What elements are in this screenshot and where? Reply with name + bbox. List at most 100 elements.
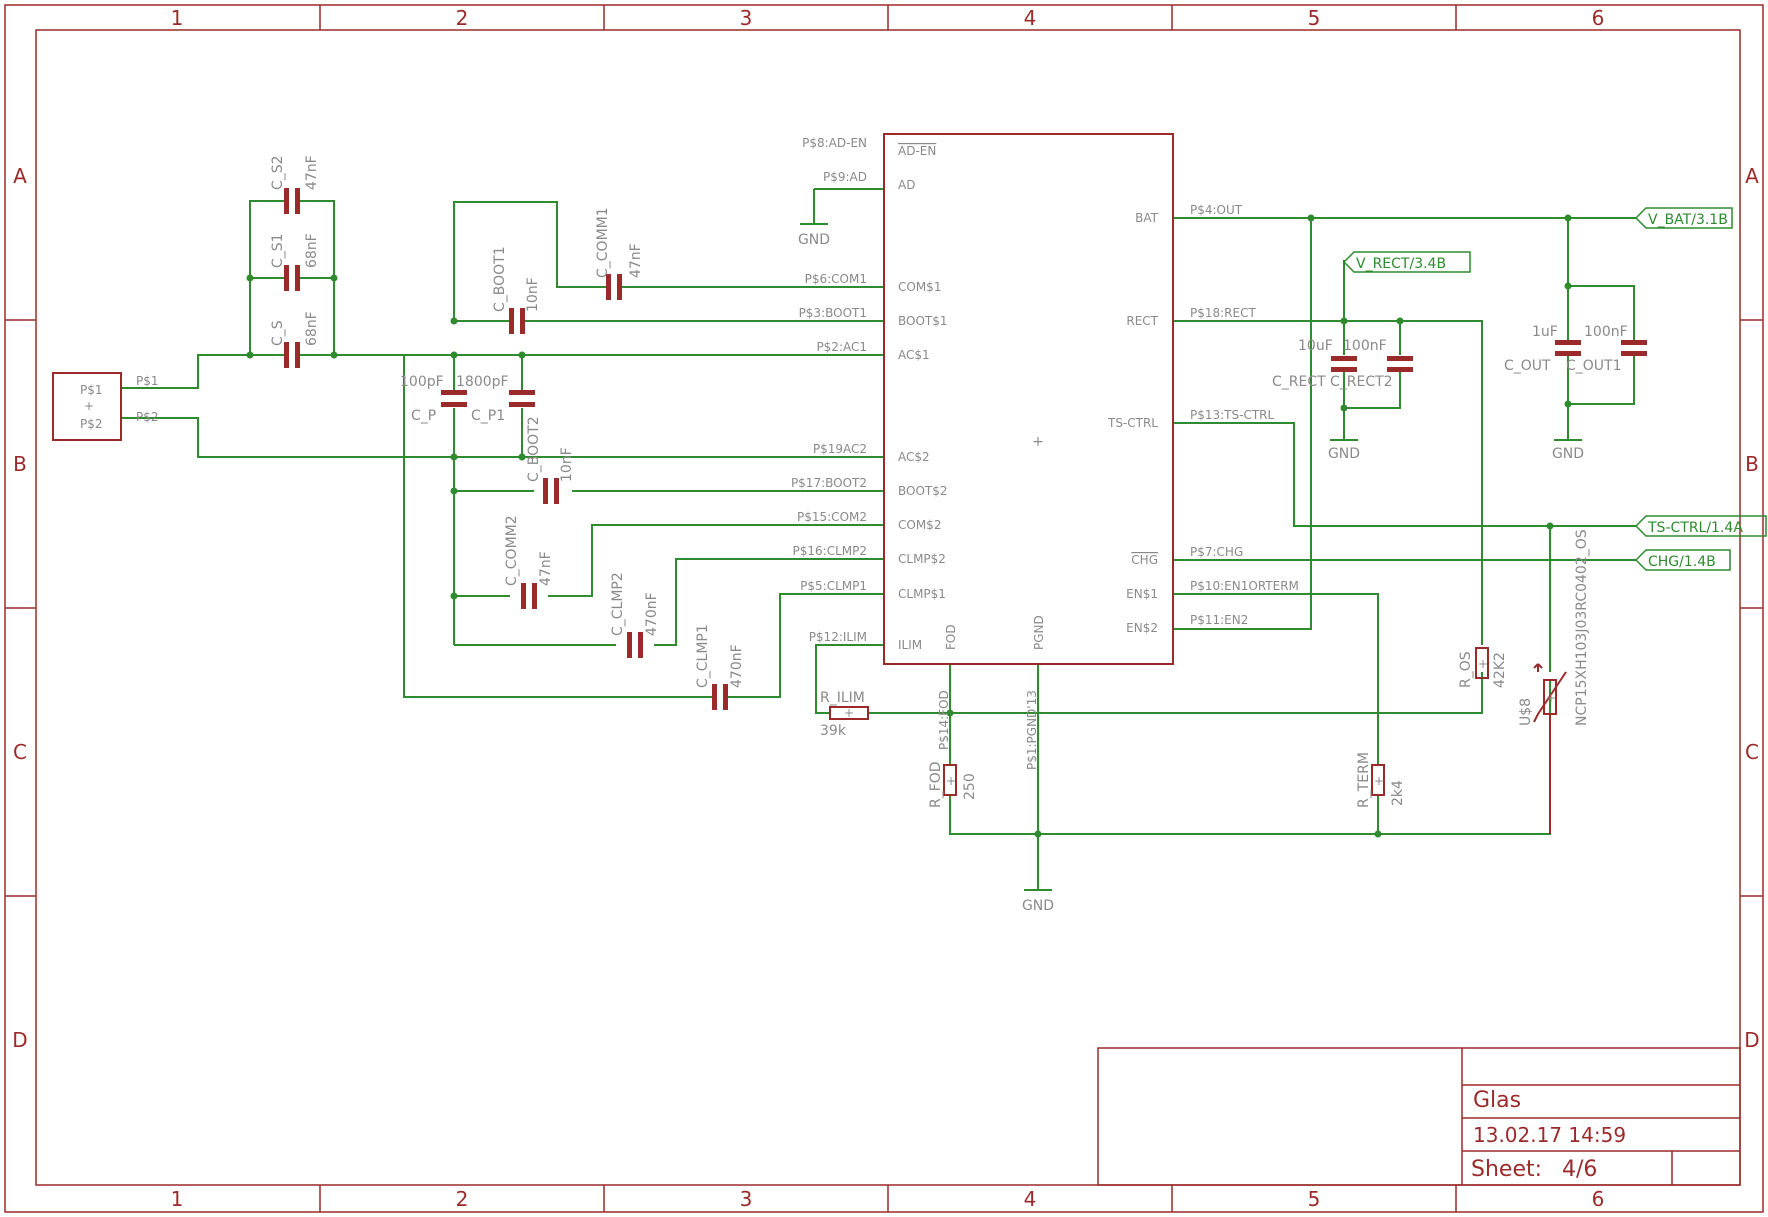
ic-pin-label: BAT (1135, 211, 1159, 225)
net-label: P$13:TS-CTRL (1190, 408, 1275, 422)
charger-ic: + AD-EN AD COM$1 BOOT$1 AC$1 AC$2 BOOT$2… (791, 133, 1299, 770)
resistor-r-ilim: + R_ILIM 39k (820, 690, 869, 739)
ic-center-mark: + (1032, 434, 1044, 450)
net-label: P$7:CHG (1190, 545, 1243, 559)
cap-value-label: 1800pF (456, 374, 509, 390)
cap-name-label: C_P (411, 408, 436, 424)
grid-col-label: 4 (1024, 6, 1037, 30)
net-label: P$8:AD-EN (802, 136, 867, 150)
cap-value-label: 100pF (400, 374, 444, 390)
wires (121, 188, 1636, 890)
ic-pin-label: RECT (1126, 314, 1158, 328)
title-text: Glas (1473, 1088, 1521, 1113)
cap-name-label: C_BOOT1 (492, 246, 508, 312)
ic-pin-label: EN$2 (1126, 621, 1158, 635)
sheet-frame (4, 4, 1764, 1213)
grid-col-label: 4 (1024, 1187, 1037, 1211)
capacitor-c-s (271, 342, 313, 368)
cap-value-label: 68nF (304, 233, 320, 268)
gnd-symbol-ad: GND (798, 223, 830, 248)
gnd-label: GND (798, 232, 830, 248)
resistor-name-label: R_OS (1458, 651, 1474, 688)
resistor-value-label: 39k (820, 723, 847, 739)
junction-dot (450, 317, 458, 325)
grid-col-label: 6 (1592, 6, 1605, 30)
capacitor-c-comm2 (521, 583, 537, 609)
junction-dot (1564, 400, 1572, 408)
capacitor-symbols (271, 188, 1647, 710)
connector-mark: + (84, 399, 94, 413)
capacitor-c-out (1555, 340, 1581, 356)
gnd-symbol-rect: GND (1328, 439, 1360, 462)
resistor-name-label: R_ILIM (820, 690, 865, 706)
capacitor-c-clmp1 (700, 684, 740, 710)
capacitor-c-rect2 (1387, 356, 1413, 372)
port-label: CHG/1.4B (1648, 554, 1716, 570)
cap-value-label: 68nF (304, 311, 320, 346)
grid-row-label: A (1745, 164, 1759, 188)
capacitor-c-boot2 (543, 478, 559, 504)
grid-col-label: 2 (456, 1187, 469, 1211)
cap-value-label: 100nF (1584, 324, 1628, 340)
cap-name-label: C_OUT1 (1566, 358, 1622, 374)
resistor-value-label: 250 (962, 773, 978, 800)
cap-name-label: C_COMM2 (504, 515, 520, 586)
junction-dot (246, 274, 254, 282)
cap-name-label: C_BOOT2 (526, 416, 542, 482)
junction-dot (1564, 282, 1572, 290)
cap-value-label: 47nF (304, 155, 320, 190)
input-connector: P$1 + P$2 P$1 P$2 (52, 372, 159, 441)
ic-pin-label: CLMP$1 (898, 587, 946, 601)
net-label: P$1:PGND'13 (1025, 690, 1039, 770)
ic-pin-label: CHG (1131, 553, 1158, 567)
ic-pin-label: FOD (944, 624, 958, 650)
port-label: TS-CTRL/1.4A (1647, 520, 1743, 536)
grid-row-labels: A B C D A B C D (12, 164, 1759, 1052)
resistor-plus-mark: + (946, 774, 956, 788)
junction-dot (450, 487, 458, 495)
title-date: 13.02.17 14:59 (1473, 1123, 1626, 1147)
gnd-symbol-out: GND (1552, 439, 1584, 462)
cap-name-label: C_S (270, 320, 286, 346)
net-label: P$19AC2 (813, 442, 867, 456)
port-chg: CHG/1.4B (1634, 549, 1731, 571)
gnd-label: GND (1022, 898, 1054, 914)
grid-row-label: B (13, 452, 27, 476)
connector-pin-label: P$1 (80, 383, 103, 397)
sheet-value: 4/6 (1562, 1157, 1597, 1182)
cap-name-label: C_CLMP2 (610, 572, 626, 636)
port-label: V_RECT/3.4B (1356, 256, 1446, 272)
resistor-value-label: 2k4 (1390, 780, 1406, 806)
grid-row-label: D (1744, 1028, 1759, 1052)
net-label: P$17:BOOT2 (791, 476, 867, 490)
net-label: P$15:COM2 (797, 510, 867, 524)
cap-name-label: C_RECT (1272, 374, 1326, 390)
net-label: P$2 (136, 410, 159, 424)
capacitor-labels: C_S2 47nF C_S1 68nF C_S 68nF C_BOOT1 10n… (270, 155, 1628, 688)
capacitor-c-rect (1331, 356, 1357, 372)
grid-col-label: 1 (171, 1187, 184, 1211)
resistor-plus-mark: + (844, 706, 854, 720)
junction-dot (1340, 317, 1348, 325)
title-block: Glas 13.02.17 14:59 Sheet: 4/6 (1097, 1047, 1741, 1186)
thermistor-u8: + U$8 NCP15XH103J03RC0402_OS (1518, 529, 1590, 834)
junction-dot (450, 453, 458, 461)
junction-dot (450, 592, 458, 600)
grid-row-label: C (1745, 740, 1759, 764)
junction-dot (450, 351, 458, 359)
cap-value-label: 10nF (525, 277, 541, 312)
net-label: P$6:COM1 (805, 272, 867, 286)
junctions (246, 214, 1572, 838)
cap-value-label: 470nF (729, 644, 745, 688)
cap-value-label: 1uF (1532, 324, 1558, 340)
cap-name-label: C_OUT (1504, 358, 1551, 374)
capacitor-c-p1 (509, 390, 535, 407)
port-ts-ctrl: TS-CTRL/1.4A (1634, 515, 1767, 537)
gnd-symbol-pgnd: GND (1022, 889, 1054, 914)
cap-name-label: C_COMM1 (595, 207, 611, 278)
junction-dot (1374, 830, 1382, 838)
grid-row-label: B (1745, 452, 1759, 476)
thermistor-name-label: U$8 (1518, 698, 1534, 726)
cap-value-label: 47nF (628, 243, 644, 278)
junction-dot (1340, 404, 1348, 412)
